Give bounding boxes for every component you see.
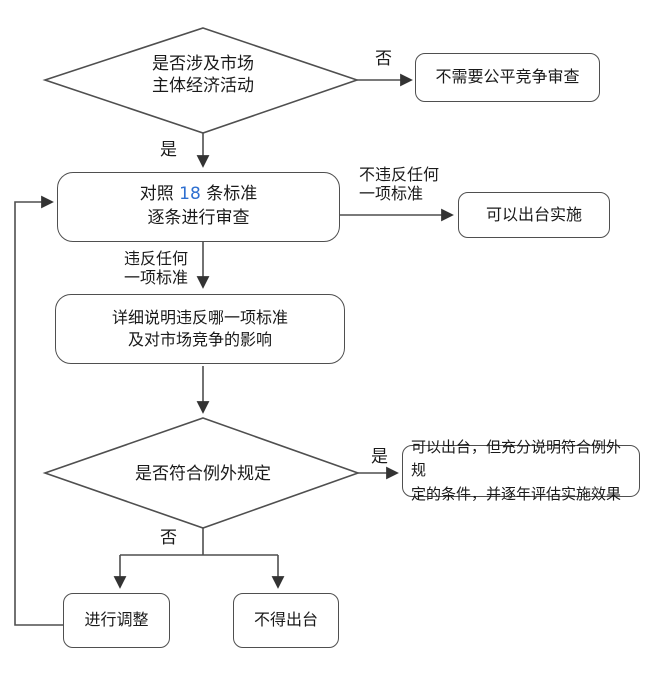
diamond1-line1: 是否涉及市场 — [152, 54, 254, 74]
node-review-line2: 逐条进行审查 — [147, 208, 250, 228]
node-review-line1: 对照 18 条标准 — [140, 183, 257, 207]
edge-label-violate-line2: 一项标准 — [124, 268, 189, 288]
node-exception-line1: 可以出台，但充分说明符合例外规 — [411, 438, 622, 480]
node-no-review-needed: 不需要公平竞争审查 — [415, 53, 600, 102]
edge-label-not-violate-line1: 不违反任何 — [359, 165, 440, 184]
node-explain-line2: 及对市场竞争的影响 — [127, 330, 272, 349]
diamond-exception-text: 是否符合例外规定 — [100, 463, 306, 485]
edge-label-yes-1: 是 — [160, 140, 177, 160]
edge-label-no-2: 否 — [160, 528, 177, 548]
edge-label-not-violate: 不违反任何 一项标准 — [359, 165, 439, 203]
connector-adjust-feedback-loop — [14, 195, 63, 626]
review-prefix: 对照 — [139, 184, 180, 205]
node-review-18-standards: 对照 18 条标准 逐条进行审查 — [57, 172, 340, 242]
node-forbid: 不得出台 — [233, 593, 339, 648]
node-exception-line2: 定的条件，并逐年评估实施效果 — [411, 484, 622, 503]
node-explain-line1: 详细说明违反哪一项标准 — [111, 307, 288, 327]
review-suffix: 条标准 — [200, 184, 258, 205]
node-can-implement-label: 可以出台实施 — [485, 204, 582, 224]
node-adjust: 进行调整 — [63, 593, 170, 648]
review-number-18: 18 — [179, 184, 201, 205]
node-exception-conditions: 可以出台，但充分说明符合例外规 定的条件，并逐年评估实施效果 — [402, 438, 640, 503]
edge-label-violate-line1: 违反任何 — [124, 249, 189, 268]
edge-label-yes-2: 是 — [371, 447, 388, 467]
node-can-implement: 可以出台实施 — [458, 192, 610, 238]
diamond1-line2: 主体经济活动 — [152, 76, 254, 97]
edge-label-no-1: 否 — [375, 49, 392, 69]
node-no-review-label: 不需要公平竞争审查 — [435, 67, 580, 87]
node-explain-violation: 详细说明违反哪一项标准 及对市场竞争的影响 — [55, 294, 345, 364]
node-forbid-label: 不得出台 — [253, 610, 318, 630]
edge-label-violate: 违反任何 一项标准 — [124, 249, 188, 287]
diamond2-label: 是否符合例外规定 — [135, 464, 271, 484]
diamond-market-activity-text: 是否涉及市场 主体经济活动 — [100, 53, 306, 98]
node-adjust-label: 进行调整 — [84, 610, 149, 630]
edge-label-not-violate-line2: 一项标准 — [359, 184, 424, 204]
